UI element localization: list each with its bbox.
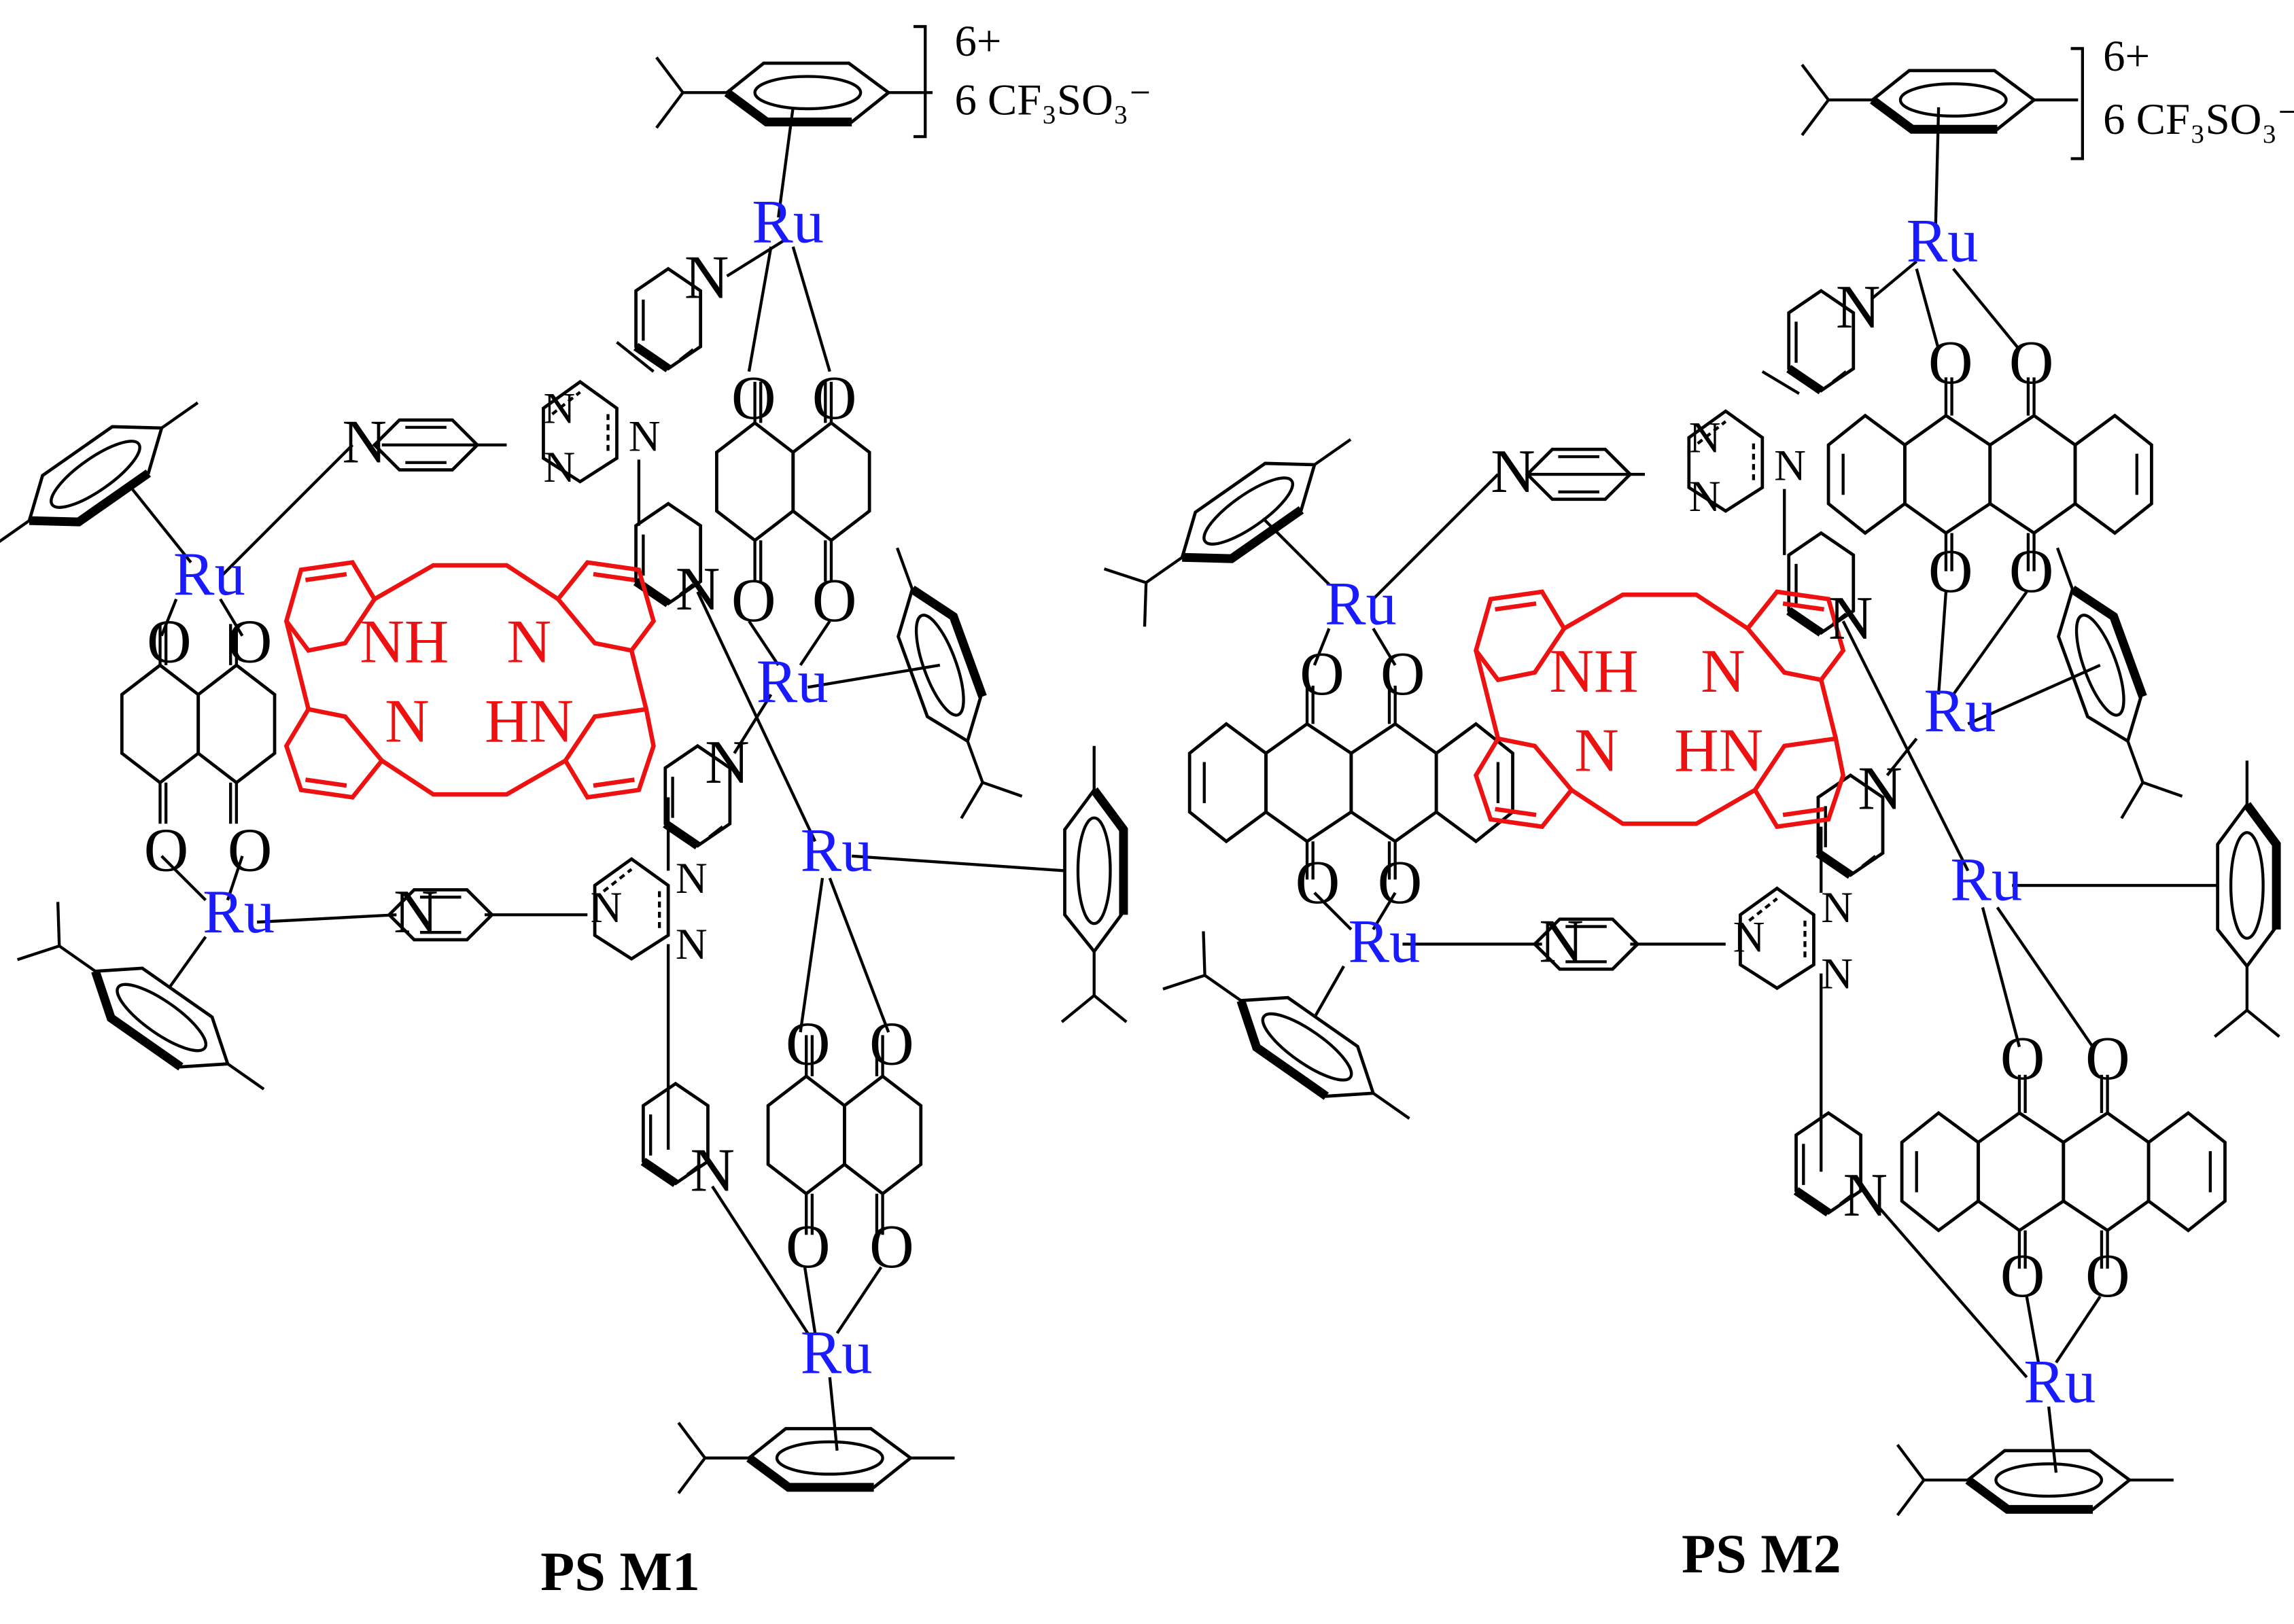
atom-label-n: N <box>1836 272 1881 341</box>
ru-atom: Ru <box>1907 207 1979 275</box>
porphyrin-n-label: N <box>1701 637 1745 705</box>
counter-ion-label: 6 CF₃SO₃⁻ <box>2103 95 2294 144</box>
atom-label-o: O <box>1928 537 1973 605</box>
atom-labels-m2: N N N N N N N N N N N N O O O O O O O O … <box>1296 272 2130 1310</box>
atom-label-o: O <box>2085 1241 2130 1310</box>
atom-label-o: O <box>869 1212 914 1281</box>
atom-label-o: O <box>786 1010 831 1078</box>
atom-label-n: N <box>1539 906 1584 975</box>
atom-label-n: N <box>543 384 575 433</box>
charge-label: 6+ <box>954 17 1001 66</box>
atom-label-n: N <box>1491 437 1535 506</box>
atom-label-n: N <box>1689 472 1721 521</box>
ru-atom: Ru <box>2023 1347 2096 1416</box>
bond-network-m2 <box>1262 107 2218 1473</box>
atom-label-n: N <box>676 854 708 903</box>
atom-label-n: N <box>1821 883 1853 932</box>
bond-network-m1 <box>131 107 1065 1451</box>
atom-label-n: N <box>1774 442 1806 491</box>
atom-label-n: N <box>394 877 438 946</box>
charge-bracket-m1: 6+ 6 CF₃SO₃⁻ <box>913 17 1152 139</box>
atom-label-o: O <box>1380 639 1425 708</box>
charge-label: 6+ <box>2103 32 2150 81</box>
atom-labels-m1: N N N N N N N N N N N N O O O O O O O O … <box>144 243 914 1281</box>
ru-atom: Ru <box>173 540 245 608</box>
atom-label-n: N <box>1821 949 1853 998</box>
atom-label-o: O <box>869 1010 914 1078</box>
porphyrin-core <box>286 563 653 798</box>
cymene-arene-right-mid <box>867 537 1022 818</box>
anthraquinone-ring <box>1828 377 2151 571</box>
porphyrin-labels-m1: NH N N HN <box>360 607 574 756</box>
atom-label-n: N <box>1828 584 1873 652</box>
counter-ion-label: 6 CF₃SO₃⁻ <box>954 76 1151 125</box>
atom-label-n: N <box>1733 913 1765 961</box>
ru-atom: Ru <box>752 188 824 256</box>
ru-atom: Ru <box>1950 845 2022 914</box>
atom-label-o: O <box>2009 328 2054 397</box>
ru-atom: Ru <box>1325 569 1397 637</box>
atom-label-o: O <box>731 364 776 432</box>
porphyrin-nh-label: NH <box>360 607 449 676</box>
atom-label-n: N <box>705 728 750 796</box>
atom-label-n: N <box>1689 414 1721 463</box>
porphyrin-hn-label: HN <box>485 686 574 755</box>
cymene-arene-top <box>657 57 933 128</box>
ru-atom: Ru <box>801 815 873 884</box>
ruthenium-centres-m1: Ru Ru Ru Ru Ru Ru <box>173 188 873 1387</box>
atom-label-o: O <box>1928 328 1973 397</box>
porphyrin-hn-label: HN <box>1674 716 1763 785</box>
molecule-caption: PS M2 <box>1682 1523 1841 1585</box>
atom-label-o: O <box>731 566 776 635</box>
porphyrin-n-label: N <box>385 686 430 755</box>
cymene-arene-bottom <box>678 1423 954 1494</box>
atom-label-n: N <box>591 883 623 932</box>
anthraquinone-ring <box>1902 1075 2225 1269</box>
anthraquinone-ring <box>1189 686 1512 879</box>
cymene-arene-right <box>2214 760 2279 1036</box>
atom-label-o: O <box>228 815 273 884</box>
porphyrin-n-label: N <box>506 607 551 676</box>
porphyrin-nh-label: NH <box>1550 637 1639 705</box>
atom-label-o: O <box>1378 848 1423 917</box>
charge-bracket-m2: 6+ 6 CF₃SO₃⁻ <box>2070 32 2294 160</box>
atom-label-n: N <box>543 443 575 492</box>
atom-label-o: O <box>2000 1024 2045 1093</box>
atom-label-o: O <box>228 607 273 676</box>
molecule-ps-m2: N N N N N N N N N N N N O O O O O O O O … <box>1105 32 2294 1585</box>
atom-label-o: O <box>2085 1024 2130 1093</box>
ru-atom: Ru <box>1349 906 1421 975</box>
atom-label-o: O <box>2000 1241 2045 1310</box>
atom-label-o: O <box>2009 537 2054 605</box>
molecule-ps-m1: N N N N N N N N N N N N O O O O O O O O … <box>0 17 1152 1602</box>
atom-label-n: N <box>676 920 708 969</box>
ru-atom: Ru <box>757 647 829 716</box>
atom-label-o: O <box>812 364 857 432</box>
cymene-arene-top <box>1802 65 2078 135</box>
ru-atom: Ru <box>801 1318 873 1386</box>
porphyrin-core <box>1476 592 1843 827</box>
porphyrin-labels-m2: NH N N HN <box>1550 637 1764 785</box>
atom-label-n: N <box>684 243 729 312</box>
porphyrin-n-label: N <box>1574 716 1619 785</box>
ru-atom: Ru <box>203 877 275 946</box>
atom-label-n: N <box>1858 754 1902 823</box>
molecule-caption: PS M1 <box>540 1540 700 1602</box>
atom-label-n: N <box>676 554 720 623</box>
atom-label-o: O <box>147 607 192 676</box>
ruthenium-centres-m2: Ru Ru Ru Ru Ru Ru <box>1325 207 2096 1416</box>
atom-label-n: N <box>629 412 661 461</box>
atom-label-o: O <box>1296 848 1340 917</box>
atom-label-o: O <box>144 815 189 884</box>
cymene-arene-right <box>1062 746 1126 1022</box>
atom-label-o: O <box>1300 639 1344 708</box>
atom-label-o: O <box>786 1212 831 1281</box>
atom-label-o: O <box>812 566 857 635</box>
atom-label-n: N <box>691 1135 735 1204</box>
atom-label-n: N <box>342 408 387 476</box>
cymene-arene-bottom <box>1898 1445 2174 1515</box>
ru-atom: Ru <box>1924 676 1996 745</box>
atom-label-n: N <box>1843 1161 1888 1229</box>
